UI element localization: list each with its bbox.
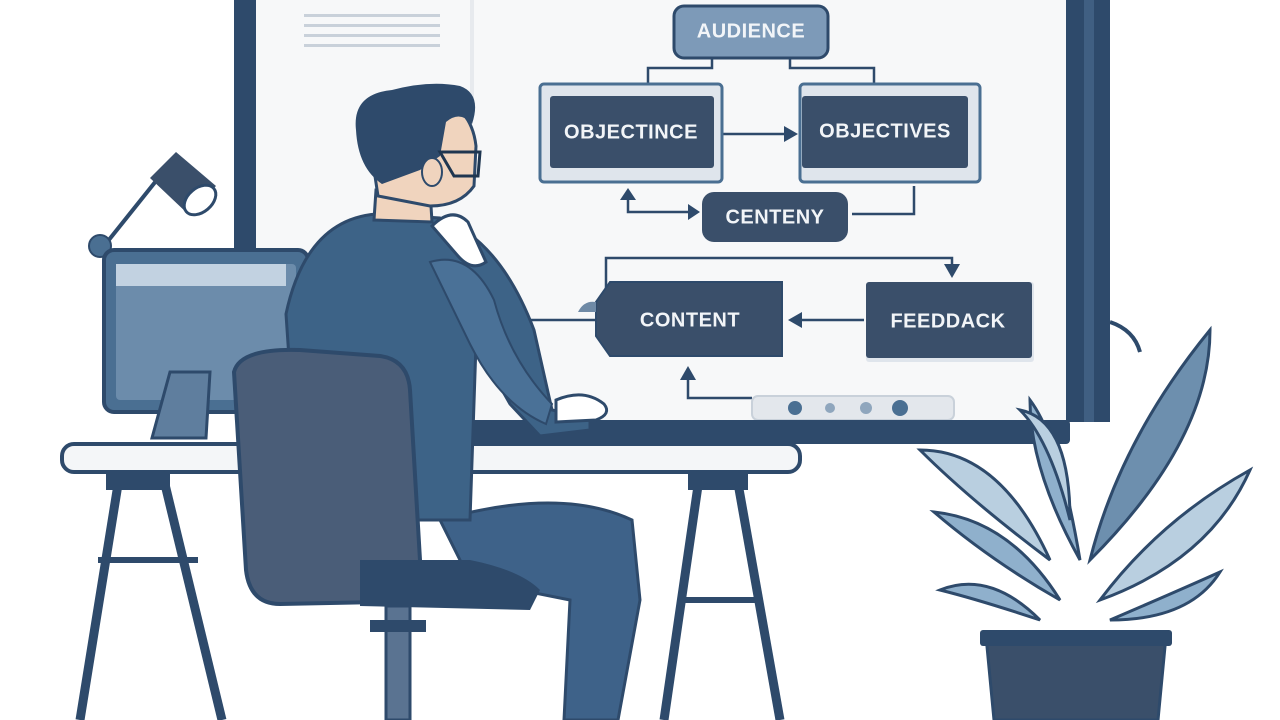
node-audience-label: AUDIENCE — [697, 20, 805, 42]
office-chair — [231, 347, 540, 720]
arrow-right-icon — [688, 204, 700, 220]
person — [284, 83, 642, 720]
document-lines — [304, 14, 440, 47]
node-objectince-label: OBJECTINCE — [564, 121, 698, 143]
node-objectives: OBJECTIVES — [798, 82, 982, 184]
glasses-icon — [437, 150, 482, 178]
node-feedback: FEEDDACK — [866, 282, 1034, 362]
arrow-up-icon — [620, 188, 636, 200]
node-objectince: OBJECTINCE — [538, 82, 724, 184]
node-objectives-label: OBJECTIVES — [819, 120, 951, 142]
node-centeny-label: CENTENY — [725, 206, 824, 228]
node-centeny: CENTENY — [702, 192, 848, 242]
arrow-right-icon — [784, 126, 798, 142]
potted-plant — [916, 325, 1254, 720]
node-feedback-label: FEEDDACK — [890, 310, 1005, 332]
screen-left-frame — [234, 0, 256, 248]
flowchart-connectors — [526, 58, 954, 400]
arrow-up-icon — [680, 366, 696, 380]
node-content: CONTENT — [578, 281, 783, 357]
flowchart-arrowheads — [620, 126, 960, 380]
arrow-left-icon — [788, 312, 802, 328]
desk-lamp — [88, 152, 218, 258]
node-audience: AUDIENCE — [672, 4, 830, 60]
arrow-down-icon — [944, 264, 960, 278]
node-content-label: CONTENT — [640, 309, 740, 331]
board-slider — [751, 395, 955, 421]
